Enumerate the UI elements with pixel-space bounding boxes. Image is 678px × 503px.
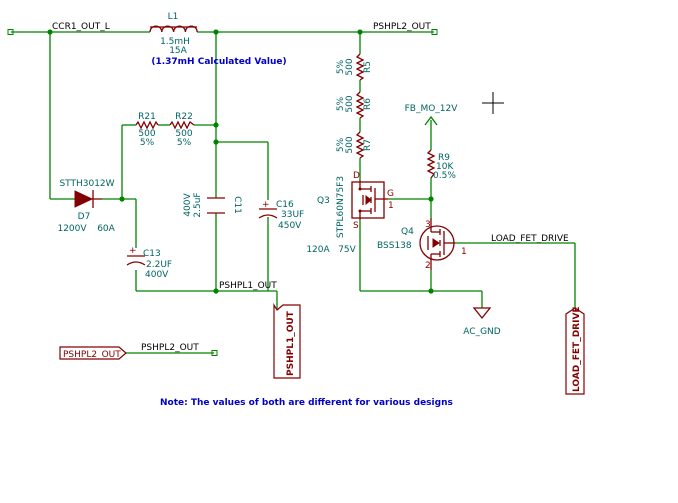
net-label-pshpl2-out: PSHPL2_OUT: [373, 22, 431, 32]
r22-value: 500: [175, 129, 192, 139]
hier-label-load-fet-drive-text: LOAD_FET_DRIVE: [572, 306, 582, 392]
q3-current: 120A: [306, 245, 330, 255]
q4-pin2: 2: [425, 261, 431, 271]
resistor-r5: R5 5% 500: [336, 53, 373, 81]
net-fb-mo-12v: FB_MO_12V: [405, 104, 459, 126]
terminal-ccr1: [7, 29, 14, 35]
c13-ref: C13: [143, 249, 161, 259]
resistor-r22: R22 500 5%: [169, 112, 195, 148]
r5-tol: 5%: [336, 59, 346, 74]
r21-value: 500: [138, 129, 155, 139]
q3-pin-d: D: [353, 171, 360, 181]
diode-d7: STTH3012W D7 1200V 60A: [57, 179, 115, 234]
r6-value: 500: [345, 95, 355, 112]
net-label-pshpl2-port: PSHPL2_OUT: [141, 343, 199, 353]
net-label-pshpl1-out: PSHPL1_OUT: [219, 281, 277, 291]
fb-mo-12v-label: FB_MO_12V: [405, 104, 459, 114]
c16-plus: +: [262, 200, 270, 210]
l1-rating: 15A: [169, 46, 187, 56]
r9-tol: 0.5%: [433, 171, 456, 181]
hier-label-pshpl2-text: PSHPL2_OUT: [63, 350, 121, 360]
hier-label-load-fet-drive: LOAD_FET_DRIVE: [565, 306, 585, 395]
c13-value: 2.2UF: [146, 260, 172, 270]
r7-value: 500: [345, 136, 355, 153]
resistor-r21: R21 500 5%: [135, 112, 159, 148]
r7-tol: 5%: [336, 137, 346, 152]
c13-plus: +: [129, 246, 137, 256]
capacitor-c13: + C13 2.2UF 400V: [126, 246, 172, 280]
ground-ac-gnd: AC_GND: [463, 307, 501, 337]
mosfet-q4: 3 1 2 Q4 BSS138: [377, 218, 467, 271]
q4-part: BSS138: [377, 241, 412, 251]
r22-ref: R22: [175, 112, 193, 122]
resistor-r7: R7 5% 500: [336, 131, 373, 159]
q3-pin-g: G: [387, 189, 394, 199]
c11-value: 2.5uF: [193, 192, 203, 217]
hier-label-pshpl1-text: PSHPL1_OUT: [286, 310, 296, 376]
r6-ref: R6: [363, 98, 373, 110]
l1-calculated-note: (1.37mH Calculated Value): [151, 57, 286, 67]
terminal-pshpl2-port: [211, 350, 218, 356]
c16-value: 33UF: [281, 210, 304, 220]
resistor-r6: R6 5% 500: [336, 91, 373, 119]
crosshair-cursor-icon: [482, 92, 504, 114]
c11-volt: 400V: [183, 192, 193, 216]
hier-label-pshpl1: PSHPL1_OUT: [273, 302, 301, 379]
d7-part: STTH3012W: [59, 179, 114, 189]
net-label-ccr1-out-l: CCR1_OUT_L: [52, 22, 110, 32]
r5-value: 500: [345, 58, 355, 75]
c16-volt: 450V: [278, 221, 302, 231]
q4-ref: Q4: [401, 227, 414, 237]
r21-tol: 5%: [140, 138, 155, 148]
r5-ref: R5: [363, 61, 373, 73]
l1-value: 1.5mH: [160, 37, 190, 47]
c16-ref: C16: [276, 200, 294, 210]
q3-ref: Q3: [317, 196, 330, 206]
c13-volt: 400V: [145, 270, 169, 280]
capacitor-c11: C11 400V 2.5uF: [183, 192, 242, 217]
r22-tol: 5%: [177, 138, 192, 148]
d7-ref: D7: [78, 212, 91, 222]
d7-current: 60A: [97, 224, 115, 234]
q4-pin1: 1: [461, 247, 467, 257]
hier-label-pshpl2: PSHPL2_OUT: [59, 346, 127, 360]
mosfet-q3: D G 1 S Q3 STPL60N75F3 120A 75V: [306, 171, 394, 255]
r9-value: 10K: [436, 162, 454, 172]
net-label-load-fet-drive: LOAD_FET_DRIVE: [491, 234, 569, 244]
q3-pin-s: S: [353, 221, 359, 231]
design-note: Note: The values of both are different f…: [160, 398, 453, 408]
terminal-pshpl2: [431, 29, 438, 35]
r7-ref: R7: [363, 139, 373, 151]
q3-part: STPL60N75F3: [336, 176, 346, 238]
r6-tol: 5%: [336, 96, 346, 111]
q3-pin-num: 1: [388, 201, 394, 211]
inductor-l1: L1 1.5mH 15A (1.37mH Calculated Value): [149, 12, 287, 67]
junctions: [47, 29, 434, 294]
resistor-r9: R9 10K 0.5%: [426, 149, 456, 181]
r9-ref: R9: [438, 153, 450, 163]
q4-pin3: 3: [425, 220, 431, 230]
l1-ref: L1: [168, 12, 179, 22]
d7-voltage: 1200V: [57, 224, 87, 234]
ac-gnd-label: AC_GND: [463, 327, 500, 337]
q3-voltage: 75V: [338, 245, 356, 255]
c11-ref: C11: [232, 196, 242, 214]
r21-ref: R21: [138, 112, 156, 122]
capacitor-c16: + C16 33UF 450V: [258, 200, 304, 231]
wires: [11, 31, 576, 354]
